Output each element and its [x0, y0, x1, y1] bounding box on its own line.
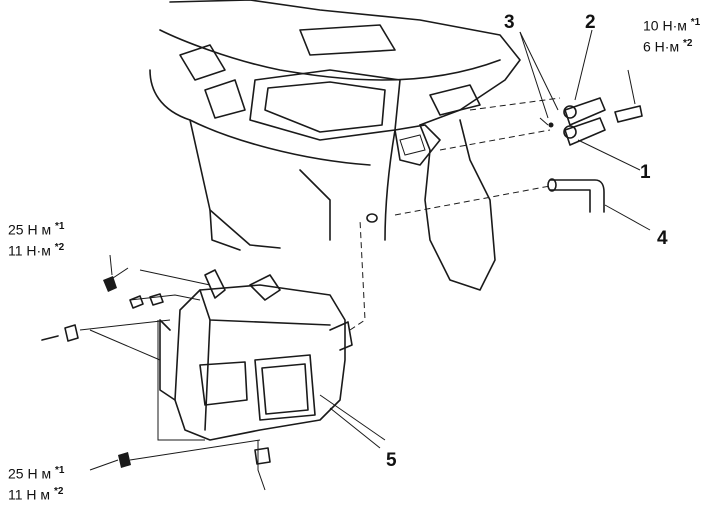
torque-value: 11 Н·м [8, 242, 51, 259]
torque-value: 25 Н м [8, 465, 52, 482]
torque-mark: *2 [54, 241, 65, 253]
torque-spec-mid-left: 25 Н м *1 11 Н·м *2 [8, 218, 64, 259]
torque-value: 25 Н м [8, 221, 52, 238]
callout-4: 4 [657, 228, 668, 249]
torque-mark: *1 [54, 465, 65, 476]
duct-bolt-assembly [439, 97, 643, 151]
callout-2: 2 [585, 12, 596, 33]
torque-value: 6 Н·м [643, 38, 680, 55]
torque-mark: *1 [54, 221, 65, 232]
callout-1: 1 [640, 162, 651, 183]
callout-5: 5 [386, 450, 397, 471]
torque-mark: *2 [53, 485, 64, 497]
hose-part [394, 178, 605, 216]
fasteners [41, 267, 164, 468]
torque-value: 11 Н м [8, 486, 51, 503]
torque-value: 10 Н·м [643, 17, 687, 34]
torque-mark: *1 [690, 17, 701, 28]
torque-spec-bottom-left: 25 Н м *1 11 Н м *2 [8, 462, 64, 503]
torque-mark: *2 [682, 37, 693, 49]
heater-unit [79, 213, 386, 491]
dashboard-panel [149, 0, 521, 291]
callout-leaders [89, 29, 651, 471]
callout-3: 3 [504, 12, 515, 33]
torque-spec-top-right: 10 Н·м *1 6 Н·м *2 [643, 14, 700, 55]
